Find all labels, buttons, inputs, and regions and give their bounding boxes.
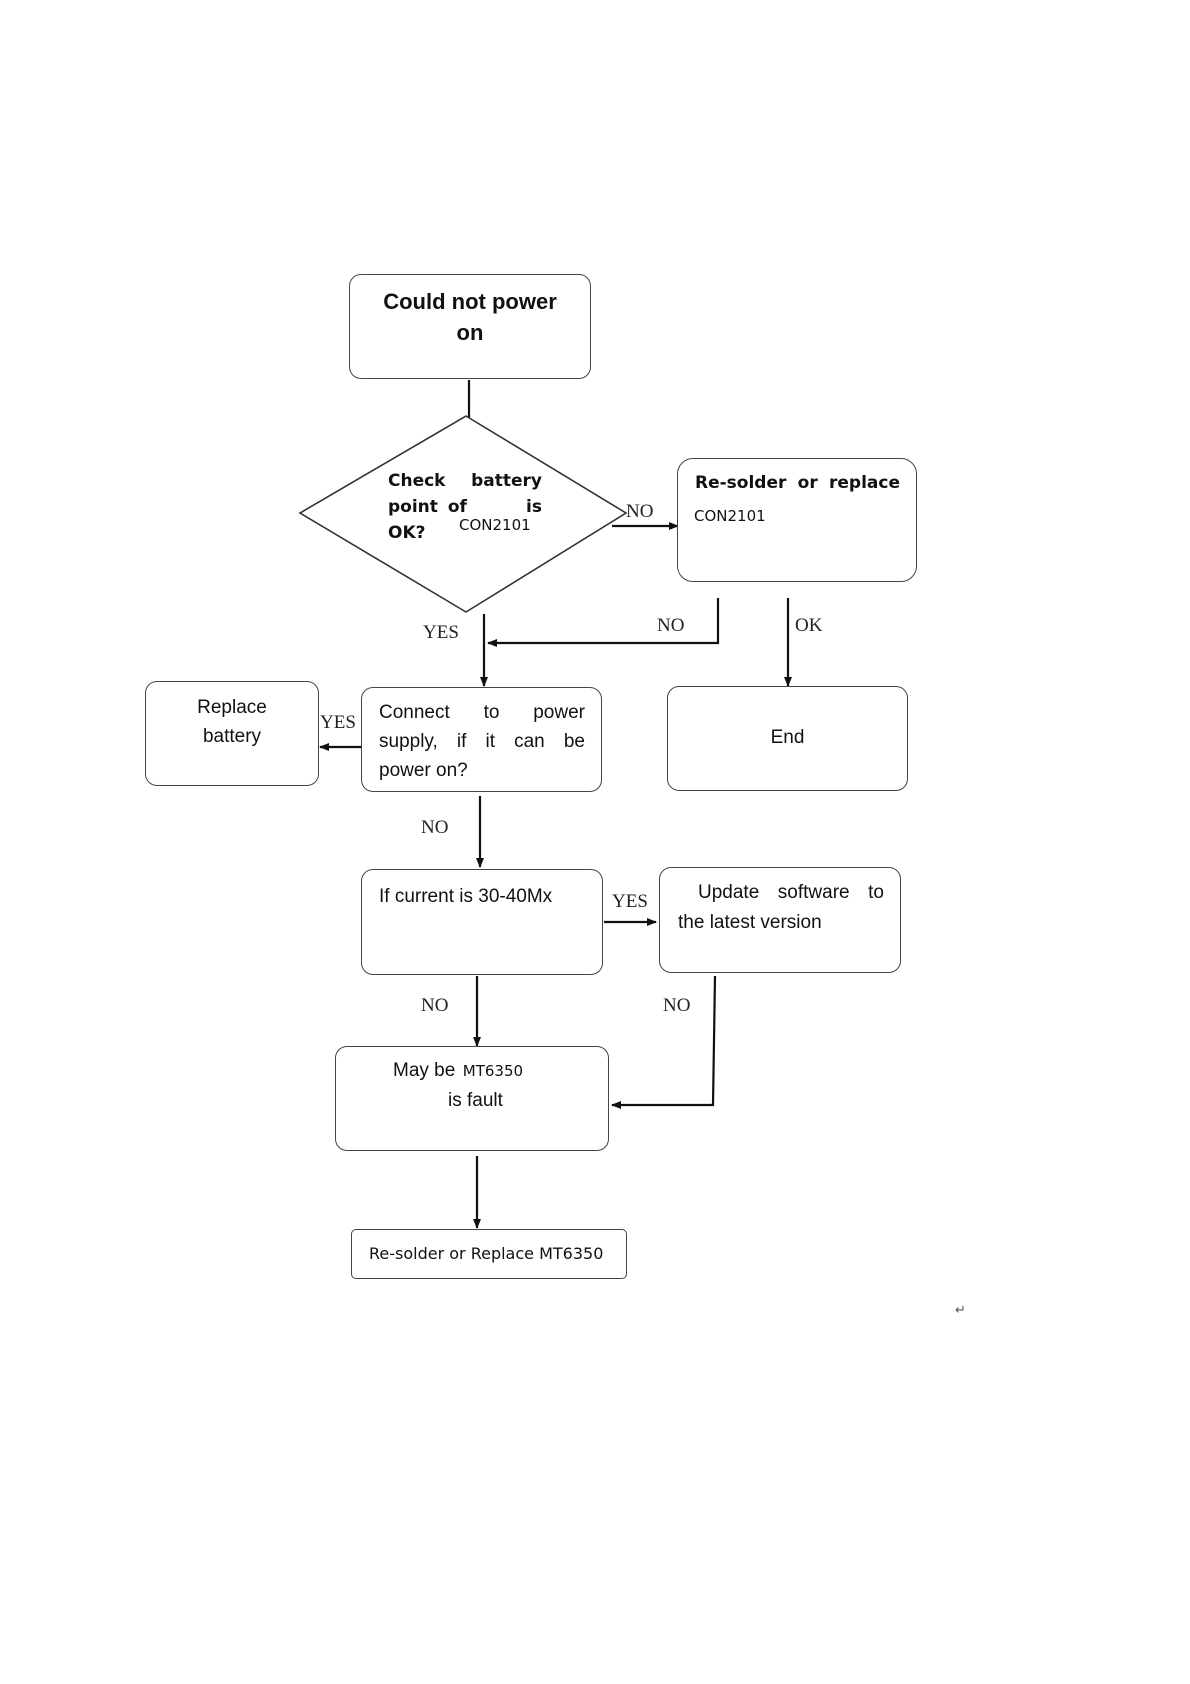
mt6350-fault-line1: May be MT6350 (393, 1060, 523, 1082)
check-battery-code: CON2101 (459, 516, 531, 534)
replace-battery-node: Replace battery (145, 681, 319, 786)
start-node-label: Could not power (350, 289, 590, 315)
word-of: of (448, 497, 467, 517)
end-node-label: End (668, 727, 907, 749)
edge-label-check-no: NO (626, 501, 653, 523)
word-if: if (457, 731, 467, 753)
resolder-con2101-node: Re-solder or replace CON2101 (677, 458, 917, 582)
word-supply: supply, (379, 731, 438, 753)
current-check-node: If current is 30-40Mx (361, 869, 603, 975)
end-node: End (667, 686, 908, 791)
edge-label-connect-no: NO (421, 817, 448, 839)
resolder-con2101-line1: Re-solder or replace (695, 473, 900, 493)
resolder-mt6350-label: Re-solder or Replace MT6350 (369, 1244, 603, 1263)
word-update: Update (698, 882, 759, 904)
edge-label-check-yes: YES (423, 622, 459, 644)
edge-label-connect-yes: YES (320, 712, 356, 734)
word-power: power (533, 702, 585, 724)
edge-label-current-yes: YES (612, 891, 648, 913)
mt6350-fault-code: MT6350 (463, 1062, 523, 1080)
resolder-mt6350-node: Re-solder or Replace MT6350 (351, 1229, 627, 1279)
word-replace: replace (829, 473, 900, 493)
check-battery-line3: OK? (388, 523, 426, 543)
update-software-line2: the latest version (678, 912, 822, 934)
mt6350-fault-line2: is fault (448, 1090, 503, 1112)
resolder-con2101-code: CON2101 (694, 507, 766, 525)
check-battery-line1: Check battery (388, 471, 542, 491)
connect-power-line1: Connect to power (379, 702, 585, 724)
update-software-node: Update software to the latest version (659, 867, 901, 973)
start-node: Could not power on (349, 274, 591, 379)
word-connect: Connect (379, 702, 450, 724)
word-battery: battery (471, 471, 542, 491)
check-battery-decision: Check battery point of is OK? CON2101 (388, 471, 543, 551)
mt6350-fault-node: May be MT6350 is fault (335, 1046, 609, 1151)
connect-power-line3: power on? (379, 760, 468, 782)
start-node-label-line2: on (350, 320, 590, 346)
word-check: Check (388, 471, 446, 491)
connect-power-line2: supply, if it can be (379, 731, 585, 753)
word-point: point (388, 497, 438, 517)
connect-power-node: Connect to power supply, if it can be po… (361, 687, 602, 792)
word-be: be (564, 731, 585, 753)
edge-label-resolder-no: NO (657, 615, 684, 637)
word-can: can (514, 731, 545, 753)
edge-label-resolder-ok: OK (795, 615, 822, 637)
replace-battery-line1: Replace (146, 697, 318, 719)
current-check-label: If current is 30-40Mx (379, 886, 552, 908)
mt6350-fault-prefix: May be (393, 1060, 455, 1081)
paragraph-mark-icon: ↵ (955, 1303, 966, 1318)
edge-label-update-no: NO (663, 995, 690, 1017)
word-to-2: to (868, 882, 884, 904)
word-or: or (798, 473, 818, 493)
word-is: is (526, 497, 542, 517)
word-resolder: Re-solder (695, 473, 786, 493)
edge-label-current-no: NO (421, 995, 448, 1017)
check-battery-line2: point of is (388, 497, 542, 517)
update-software-line1: Update software to (698, 882, 884, 904)
word-to: to (484, 702, 500, 724)
word-software: software (778, 882, 850, 904)
replace-battery-line2: battery (146, 726, 318, 748)
word-it: it (485, 731, 495, 753)
